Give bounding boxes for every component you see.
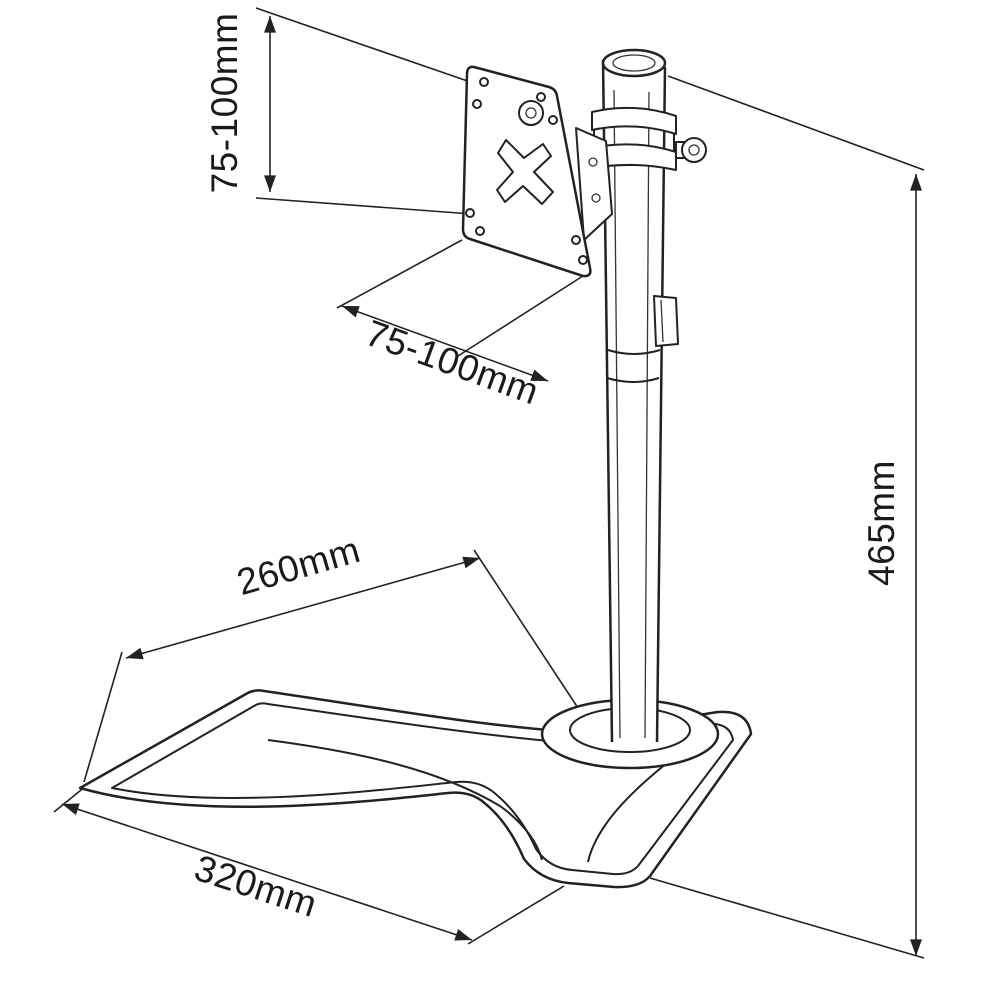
pole <box>601 48 679 743</box>
pole-shade-line <box>613 89 621 739</box>
bracket-bolt <box>588 157 598 167</box>
dim-label-pole-height: 465mm <box>861 460 902 586</box>
dim-extension-line <box>336 239 463 309</box>
vesa-hole <box>548 115 558 125</box>
tilt-bracket <box>575 127 613 241</box>
vesa-hole <box>472 99 482 109</box>
dim-label-vesa-vertical: 75-100mm <box>204 13 245 194</box>
dimension-base-width: 320mm <box>53 785 565 945</box>
tilt-screw-boss <box>518 100 544 126</box>
pole-cap-inner <box>612 54 656 72</box>
dim-extension-line <box>473 549 579 709</box>
dim-label-base-depth: 260mm <box>232 529 364 603</box>
vesa-hole <box>479 77 489 87</box>
base-rib-left <box>267 739 543 861</box>
vesa-hole <box>571 235 581 245</box>
vesa-hole <box>475 226 485 236</box>
clamp-ring-upper <box>591 106 677 135</box>
pole-right-edge <box>655 66 667 743</box>
clamp-knob-center <box>688 144 700 156</box>
dim-extension-line <box>667 75 925 171</box>
dimension-vesa-vertical: 75-100mm <box>204 7 483 215</box>
tilt-screw <box>525 107 537 119</box>
pole-clamp <box>591 106 707 171</box>
base-inner-contour <box>111 702 734 876</box>
clamp-ring-lower <box>591 143 677 171</box>
dim-label-base-width: 320mm <box>190 847 322 925</box>
dim-line <box>61 803 473 941</box>
vesa-plate <box>461 65 592 278</box>
dim-label-vesa-horizontal: 75-100mm <box>360 312 544 412</box>
cable-clip <box>653 295 679 347</box>
dim-extension-line <box>255 7 483 87</box>
bracket-plate <box>575 127 613 241</box>
clamp-knob <box>681 137 707 163</box>
pole-seam <box>606 377 660 383</box>
dim-line <box>341 305 549 382</box>
vesa-hole <box>578 255 588 265</box>
vesa-hole <box>465 208 475 218</box>
dim-line <box>125 556 481 660</box>
dim-extension-line <box>649 877 925 959</box>
pole-cap <box>601 48 667 78</box>
bracket-bolt <box>591 193 601 203</box>
dimension-pole-height: 465mm <box>649 75 925 959</box>
dim-extension-line <box>255 197 473 215</box>
dim-extension-line <box>467 885 565 945</box>
vesa-center-cutout <box>496 139 554 205</box>
dim-extension-line <box>457 273 587 357</box>
dim-extension-line <box>53 785 87 813</box>
vesa-hole <box>536 92 546 102</box>
pole-shade-line <box>644 91 650 739</box>
cable-clip-inner <box>660 299 664 343</box>
pole-seam <box>607 349 661 355</box>
dim-extension-line <box>83 651 123 783</box>
